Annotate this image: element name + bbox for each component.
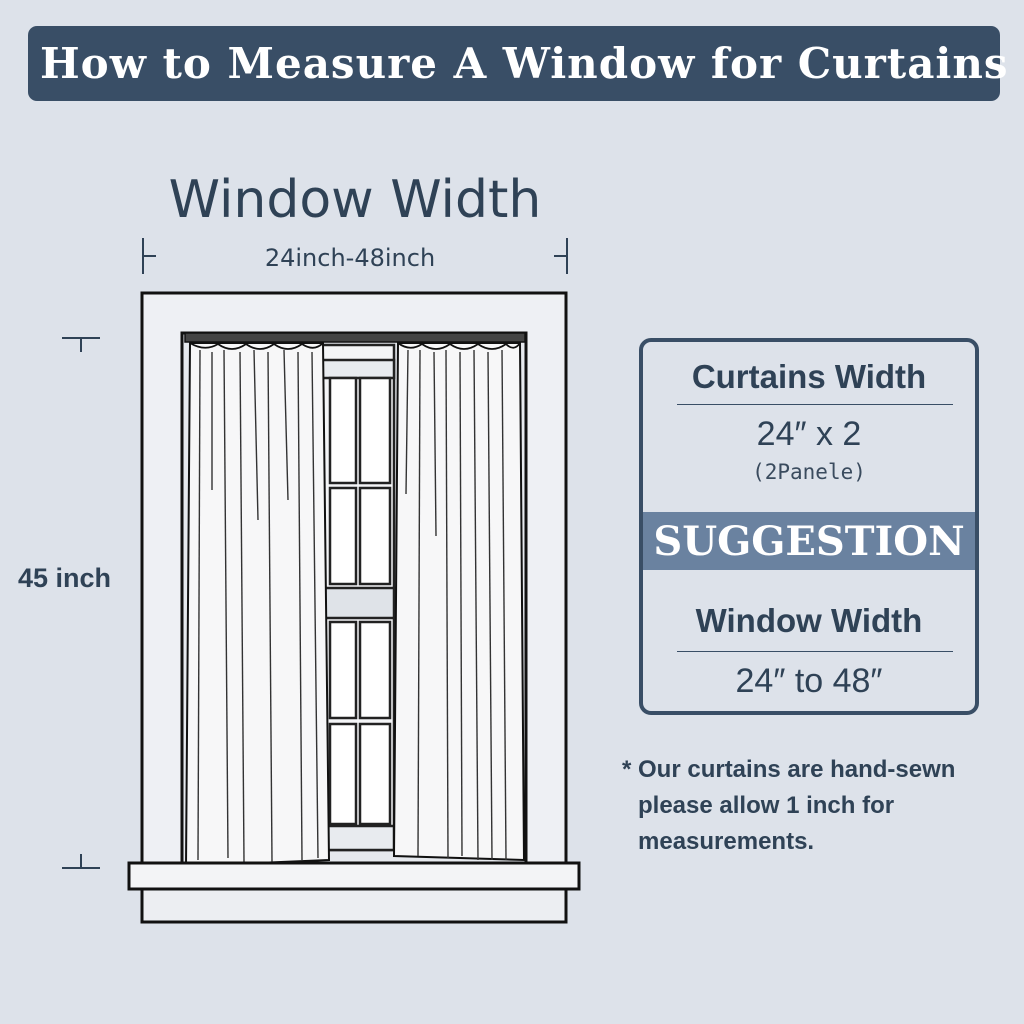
window-width-value: 24″ to 48″ bbox=[735, 662, 883, 700]
window-apron bbox=[140, 887, 568, 924]
page-title: How to Measure A Window for Curtains bbox=[40, 39, 1009, 88]
panels-note: (2Panele) bbox=[752, 460, 866, 484]
window-sash bbox=[320, 343, 396, 852]
window-width-range: 24inch-48inch bbox=[264, 244, 436, 272]
window-width-title: Window Width bbox=[168, 170, 542, 230]
window-height-label: 45 inch bbox=[18, 563, 112, 593]
window-width-heading: Window Width bbox=[695, 602, 923, 639]
footnote-line-1: * Our curtains are hand-sewn bbox=[622, 756, 956, 783]
curtain-rod bbox=[184, 332, 526, 343]
window-width-divider bbox=[677, 651, 953, 652]
footnote-line-3: measurements. bbox=[638, 828, 815, 855]
footnote-line-2: please allow 1 inch for bbox=[638, 792, 895, 819]
hand-sewn-footnote: * Our curtains are hand-sewn please allo… bbox=[622, 752, 1012, 860]
curtains-width-value: 24″ x 2 bbox=[756, 415, 862, 453]
right-curtain-panel bbox=[392, 342, 526, 862]
curtains-width-divider bbox=[677, 404, 953, 405]
width-dimension-markers bbox=[142, 238, 568, 274]
curtains-width-heading: Curtains Width bbox=[691, 358, 927, 395]
window-sill bbox=[127, 861, 581, 891]
suggestion-banner: SUGGESTION bbox=[643, 512, 975, 570]
left-curtain-panel bbox=[184, 342, 331, 868]
size-suggestion-card: Curtains Width 24″ x 2 (2Panele) SUGGEST… bbox=[639, 338, 979, 715]
height-dimension-markers bbox=[62, 337, 100, 869]
title-banner: How to Measure A Window for Curtains bbox=[28, 26, 1008, 101]
